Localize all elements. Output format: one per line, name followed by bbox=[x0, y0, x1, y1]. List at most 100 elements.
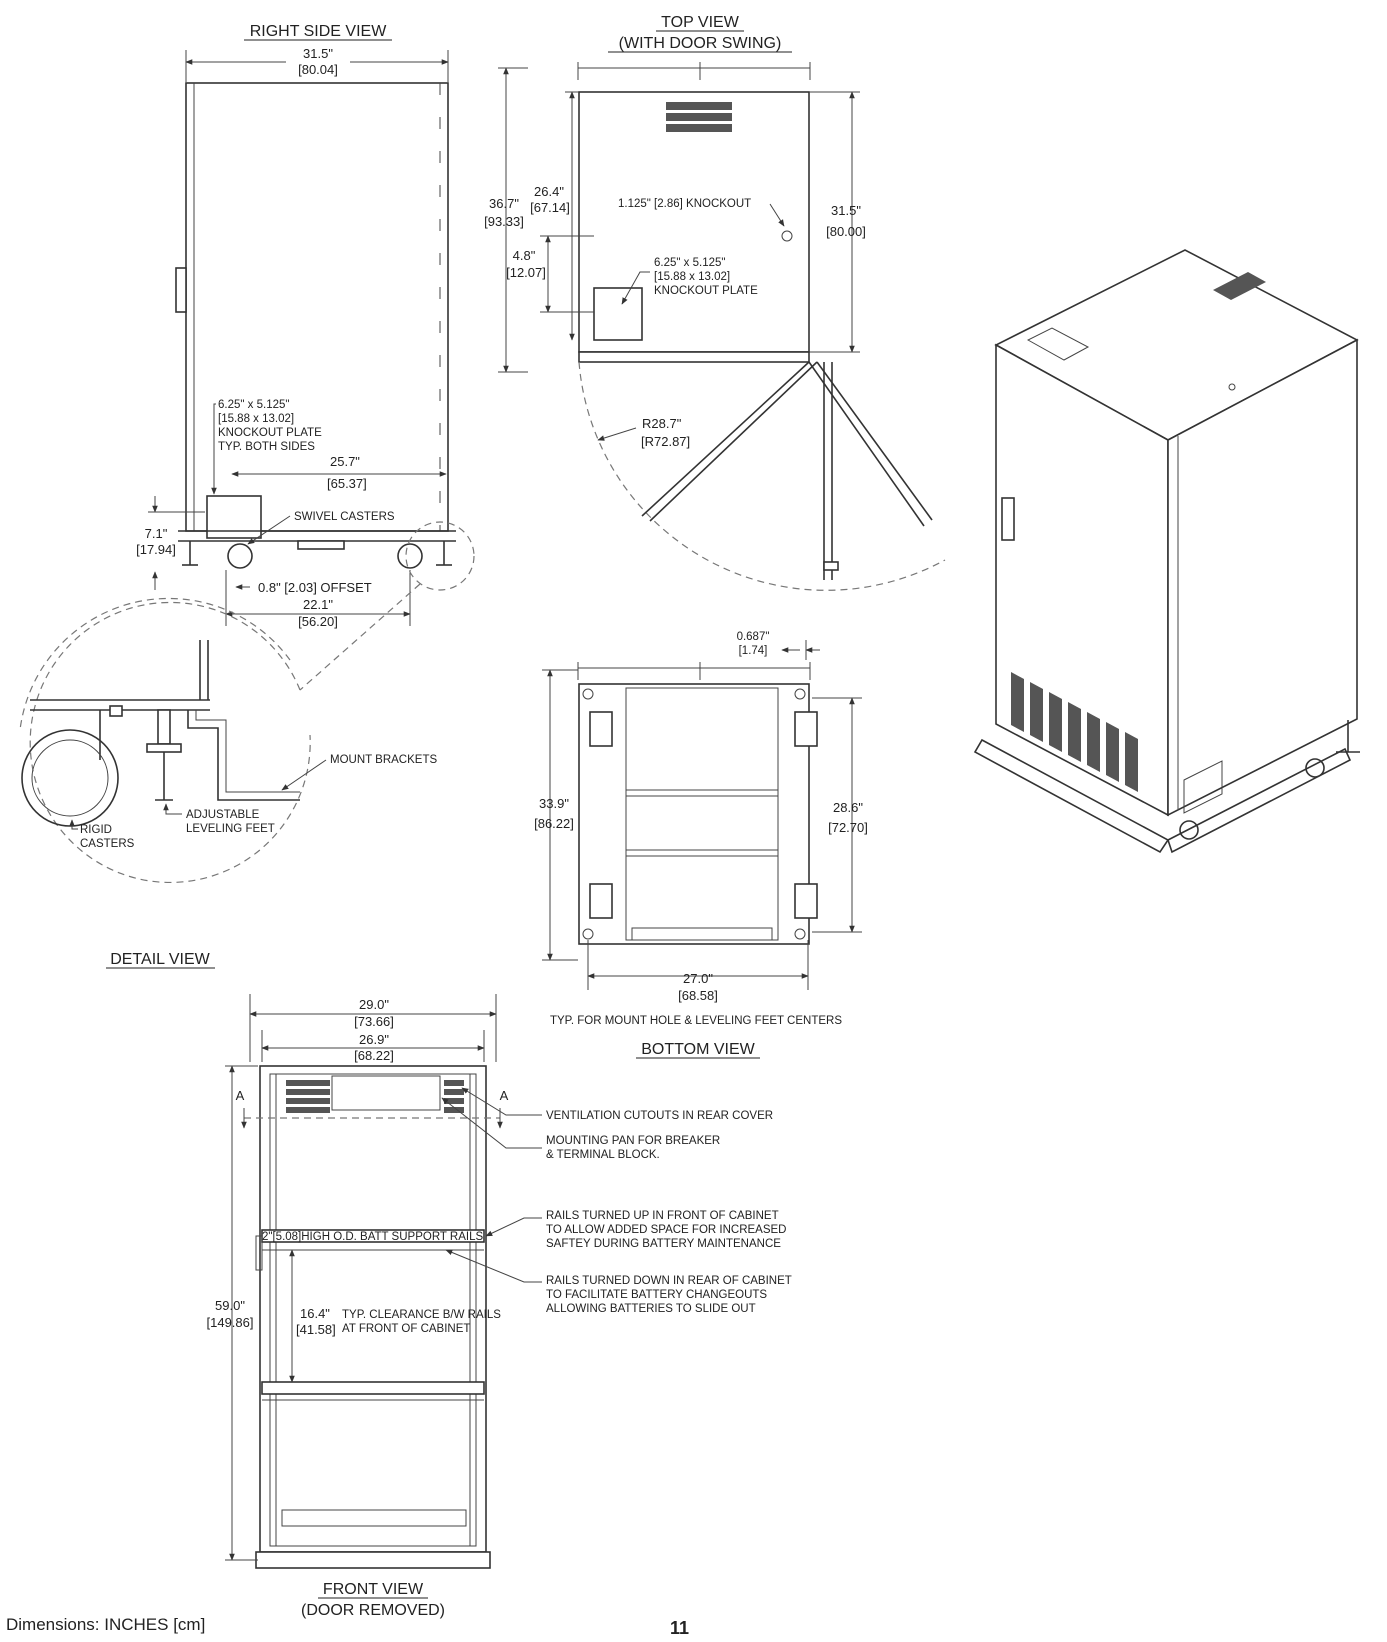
adjust-label-2: LEVELING FEET bbox=[186, 823, 275, 835]
batt-support-rail-rear bbox=[261, 1381, 485, 1395]
section-a-left: A bbox=[236, 1088, 245, 1103]
front-title: FRONT VIEW bbox=[323, 1581, 424, 1598]
top-subtitle: (WITH DOOR SWING) bbox=[619, 35, 782, 52]
right-width-in: 31.5" bbox=[303, 46, 333, 61]
bottom-cabinet bbox=[578, 683, 810, 945]
rigid-label-2: CASTERS bbox=[80, 838, 135, 850]
top-264-cm: [67.14] bbox=[530, 200, 570, 215]
top-367-cm: [93.33] bbox=[484, 214, 524, 229]
rails-down-2: TO FACILITATE BATTERY CHANGEOUTS bbox=[546, 1289, 767, 1301]
offset-label: 0.8" [2.03] OFFSET bbox=[258, 580, 372, 595]
side-71-in: 7.1" bbox=[145, 526, 168, 541]
top-315-cm: [80.00] bbox=[826, 224, 866, 239]
detail-title: DETAIL VIEW bbox=[110, 951, 210, 968]
front-vent-cutouts bbox=[286, 1080, 464, 1113]
iso-top-vent bbox=[1213, 272, 1266, 300]
side-257-cm: [65.37] bbox=[327, 476, 367, 491]
bottom-270-cm: [68.58] bbox=[678, 988, 718, 1003]
rails-up-1: RAILS TURNED UP IN FRONT OF CABINET bbox=[546, 1210, 779, 1222]
bottom-title: BOTTOM VIEW bbox=[641, 1041, 755, 1058]
side-plate-note-4: TYP. BOTH SIDES bbox=[218, 441, 315, 453]
iso-top-plate bbox=[1026, 327, 1090, 361]
top-315-in: 31.5" bbox=[831, 203, 861, 218]
iso-side-face bbox=[1167, 338, 1358, 817]
iso-base-front bbox=[973, 738, 1170, 854]
rails-up-3: SAFTEY DURING BATTERY MAINTENANCE bbox=[546, 1238, 781, 1250]
swivel-casters-label: SWIVEL CASTERS bbox=[294, 511, 395, 523]
bottom-286-cm: [72.70] bbox=[828, 820, 868, 835]
top-knockout-plate bbox=[593, 287, 643, 341]
adjust-label-1: ADJUSTABLE bbox=[186, 809, 260, 821]
caster-right bbox=[397, 543, 423, 569]
caster-left bbox=[227, 543, 253, 569]
top-vent-grille bbox=[666, 102, 732, 132]
top-264-in: 26.4" bbox=[534, 184, 564, 199]
detail-view: MOUNT BRACKETS RIGID CASTERS ADJUSTABLE … bbox=[19, 597, 437, 969]
rails-down-3: ALLOWING BATTERIES TO SLIDE OUT bbox=[546, 1303, 756, 1315]
side-71-cm: [17.94] bbox=[136, 542, 176, 557]
top-plate-3: KNOCKOUT PLATE bbox=[654, 285, 758, 297]
batt-rails-label: 2"[5.08]HIGH O.D. BATT SUPPORT RAILS bbox=[262, 1231, 483, 1243]
mount-pan-2: & TERMINAL BLOCK. bbox=[546, 1149, 660, 1161]
top-plate-1: 6.25" x 5.125" bbox=[654, 257, 725, 269]
bottom-0687-cm: [1.74] bbox=[739, 645, 768, 657]
detail-callout-circle bbox=[405, 521, 475, 591]
side-221-in: 22.1" bbox=[303, 597, 333, 612]
mounting-pan bbox=[331, 1075, 441, 1111]
front-view: 29.0" [73.66] 26.9" [68.22] A A bbox=[207, 994, 792, 1619]
top-367-in: 36.7" bbox=[489, 196, 519, 211]
top-48-cm: [12.07] bbox=[506, 265, 546, 280]
front-290-in: 29.0" bbox=[359, 997, 389, 1012]
right-side-cabinet bbox=[185, 82, 449, 532]
side-plate-note-1: 6.25" x 5.125" bbox=[218, 399, 289, 411]
mount-brackets-label: MOUNT BRACKETS bbox=[330, 754, 437, 766]
isometric-cabinet bbox=[973, 249, 1360, 854]
top-48-in: 4.8" bbox=[513, 248, 536, 263]
vent-label: VENTILATION CUTOUTS IN REAR COVER bbox=[546, 1110, 773, 1122]
bottom-typ-note: TYP. FOR MOUNT HOLE & LEVELING FEET CENT… bbox=[550, 1015, 842, 1027]
side-221-cm: [56.20] bbox=[298, 614, 338, 629]
side-257-in: 25.7" bbox=[330, 454, 360, 469]
clearance-1: TYP. CLEARANCE B/W RAILS bbox=[342, 1309, 501, 1321]
front-164-in: 16.4" bbox=[300, 1306, 330, 1321]
top-plate-2: [15.88 x 13.02] bbox=[654, 271, 730, 283]
bottom-286-in: 28.6" bbox=[833, 800, 863, 815]
mount-pan-1: MOUNTING PAN FOR BREAKER bbox=[546, 1135, 720, 1147]
right-side-view: RIGHT SIDE VIEW 31.5" [80.04] 6.25" x 5.… bbox=[136, 23, 475, 691]
rigid-caster-wheel bbox=[21, 729, 119, 827]
door-swing-arc bbox=[578, 361, 946, 591]
bottom-view: 0.687" [1.74] 33.9" [86.22] bbox=[534, 631, 868, 1059]
section-a-right: A bbox=[500, 1088, 509, 1103]
right-width-cm: [80.04] bbox=[298, 62, 338, 77]
rails-up-2: TO ALLOW ADDED SPACE FOR INCREASED bbox=[546, 1224, 787, 1236]
side-plate-note-2: [15.88 x 13.02] bbox=[218, 413, 294, 425]
door-handle-side bbox=[175, 267, 187, 313]
bottom-339-in: 33.9" bbox=[539, 796, 569, 811]
side-plate-note-3: KNOCKOUT PLATE bbox=[218, 427, 322, 439]
front-269-in: 26.9" bbox=[359, 1032, 389, 1047]
bottom-caster-mounts bbox=[589, 711, 818, 919]
front-269-cm: [68.22] bbox=[354, 1048, 394, 1063]
top-knockout-hole bbox=[781, 230, 793, 242]
clearance-2: AT FRONT OF CABINET bbox=[342, 1323, 470, 1335]
front-164-cm: [41.58] bbox=[296, 1322, 336, 1337]
swing-radius-cm: [R72.87] bbox=[641, 434, 690, 449]
page-number: 11 bbox=[670, 1618, 690, 1638]
bottom-0687-in: 0.687" bbox=[737, 631, 770, 643]
bottom-339-cm: [86.22] bbox=[534, 816, 574, 831]
bottom-270-in: 27.0" bbox=[683, 971, 713, 986]
iso-front-vents bbox=[1011, 672, 1138, 792]
dimensions-unit-note: Dimensions: INCHES [cm] bbox=[6, 1615, 206, 1634]
front-590-in: 59.0" bbox=[215, 1298, 245, 1313]
swing-radius-in: R28.7" bbox=[642, 416, 682, 431]
front-base bbox=[255, 1551, 491, 1569]
rails-down-1: RAILS TURNED DOWN IN REAR OF CABINET bbox=[546, 1275, 792, 1287]
right-side-title: RIGHT SIDE VIEW bbox=[250, 23, 388, 40]
front-290-cm: [73.66] bbox=[354, 1014, 394, 1029]
front-subtitle: (DOOR REMOVED) bbox=[301, 1602, 445, 1619]
top-view: TOP VIEW (WITH DOOR SWING) 36.7" [93.33]… bbox=[484, 14, 946, 591]
front-590-cm: [149.86] bbox=[207, 1315, 254, 1330]
rigid-label-1: RIGID bbox=[80, 824, 112, 836]
iso-door-handle bbox=[1001, 497, 1015, 541]
